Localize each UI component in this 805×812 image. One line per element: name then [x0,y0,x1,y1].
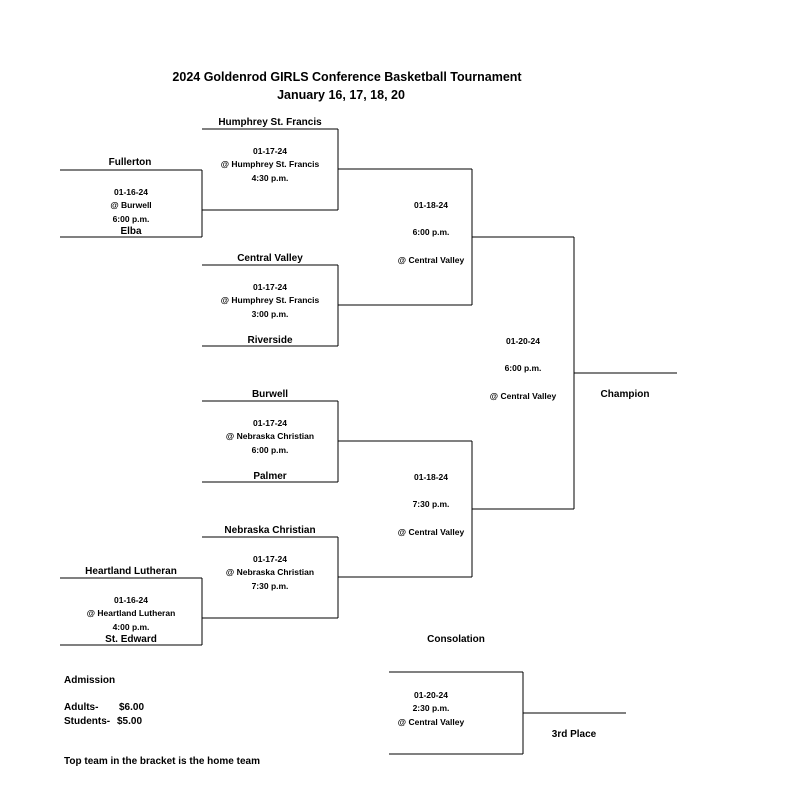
champion-label: Champion [600,389,650,400]
team-riverside: Riverside [247,335,293,346]
game-time: 2:30 p.m. [412,703,450,713]
team-heartland-lutheran: Heartland Lutheran [85,566,177,577]
page-subtitle-dates: January 16, 17, 18, 20 [277,88,405,102]
game-location: @ Nebraska Christian [225,567,315,577]
team-fullerton: Fullerton [108,157,152,168]
game-date: 01-17-24 [252,282,288,292]
game-date: 01-16-24 [113,595,149,605]
team-st-edward: St. Edward [105,634,157,645]
game-location: @ Heartland Lutheran [86,608,176,618]
game-location: @ Humphrey St. Francis [220,295,320,305]
footnote-home-team: Top team in the bracket is the home team [64,756,260,767]
adults-price: $6.00 [119,702,145,713]
team-burwell: Burwell [251,389,289,400]
game-date: 01-17-24 [252,146,288,156]
team-elba: Elba [120,226,142,237]
consolation-heading: Consolation [427,634,485,645]
game-time: 6:00 p.m. [112,214,150,224]
game-date: 01-20-24 [505,336,541,346]
game-time: 4:00 p.m. [112,622,150,632]
game-date: 01-17-24 [252,418,288,428]
admission-heading: Admission [64,675,116,686]
third-place-label: 3rd Place [551,729,597,740]
game-location: @ Central Valley [397,717,465,727]
game-date: 01-17-24 [252,554,288,564]
game-time: 4:30 p.m. [251,173,289,183]
game-location: @ Central Valley [397,527,465,537]
game-time: 7:30 p.m. [251,581,289,591]
students-price: $5.00 [117,716,143,727]
game-time: 6:00 p.m. [251,445,289,455]
game-date: 01-20-24 [413,690,449,700]
game-date: 01-18-24 [413,472,449,482]
game-location: @ Nebraska Christian [225,431,315,441]
team-humphrey-st-francis: Humphrey St. Francis [218,117,322,128]
game-location: @ Central Valley [489,391,557,401]
team-central-valley: Central Valley [237,253,303,264]
team-nebraska-christian: Nebraska Christian [224,525,316,536]
page-title: 2024 Goldenrod GIRLS Conference Basketba… [172,70,522,84]
game-time: 6:00 p.m. [412,227,450,237]
game-time: 3:00 p.m. [251,309,289,319]
adults-label: Adults- [64,702,99,713]
students-label: Students- [64,716,111,727]
game-location: @ Humphrey St. Francis [220,159,320,169]
team-palmer: Palmer [253,471,287,482]
game-time: 7:30 p.m. [412,499,450,509]
game-time: 6:00 p.m. [504,363,542,373]
game-location: @ Central Valley [397,255,465,265]
game-location: @ Burwell [110,200,152,210]
game-date: 01-18-24 [413,200,449,210]
game-date: 01-16-24 [113,187,149,197]
